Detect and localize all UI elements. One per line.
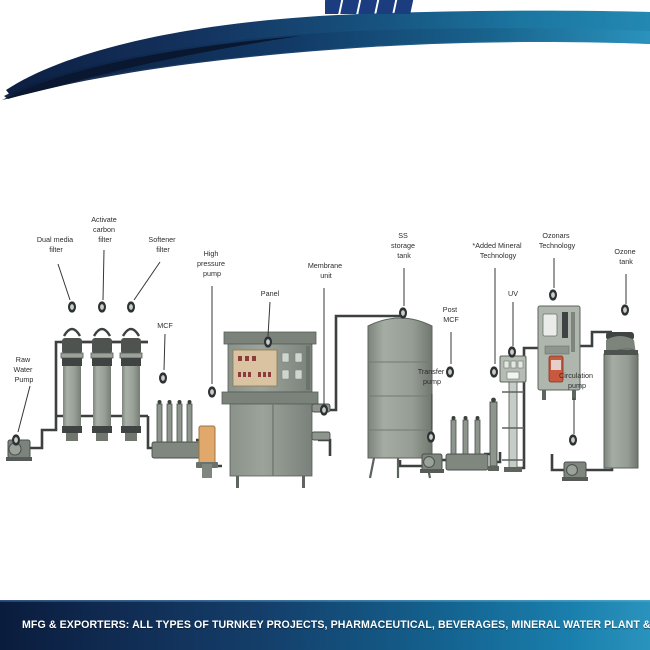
activate-carbon-filter-vessel xyxy=(90,327,114,441)
label-panel: Panel xyxy=(261,289,280,298)
marker-dual-media-filter xyxy=(68,301,76,313)
marker-ozone-tank xyxy=(621,304,629,316)
diagram-canvas: Raw Water Pump Dual media filter Activat… xyxy=(6,215,639,488)
uv-sterilizer xyxy=(499,355,527,472)
post-mcf-bank xyxy=(445,416,489,471)
process-flow-diagram: Raw Water Pump Dual media filter Activat… xyxy=(0,110,650,595)
label-dual-media-filter: Dual media filter xyxy=(37,235,75,254)
ozonator-cabinet xyxy=(537,305,581,400)
footer-banner-text: MFG & EXPORTERS: ALL TYPES OF TURNKEY PR… xyxy=(22,619,650,631)
pipe-network xyxy=(28,314,614,472)
marker-circulation-pump xyxy=(569,434,577,446)
label-uv: UV xyxy=(508,289,518,298)
label-membrane-unit: Membrane unit xyxy=(308,261,344,280)
logo-bar-5 xyxy=(394,0,416,14)
ro-skid-panel xyxy=(221,331,319,488)
raw-water-pump-unit xyxy=(6,439,32,461)
label-ozonars-technology: Ozonars Technology xyxy=(539,231,576,250)
footer-top-edge xyxy=(0,600,650,602)
label-high-pressure-pump: High pressure pump xyxy=(197,249,227,278)
callout-markers xyxy=(12,289,629,446)
label-added-mineral-technology: *Added Mineral Technology xyxy=(472,241,523,260)
mineral-dosing-unit xyxy=(488,397,499,471)
label-raw-water-pump: Raw Water Pump xyxy=(14,355,35,384)
marker-raw-water-pump xyxy=(12,434,20,446)
softener-filter-vessel xyxy=(119,327,143,441)
label-circulation-pump: Circulation pump xyxy=(559,371,595,390)
marker-uv xyxy=(508,346,516,358)
mcf-cartridge-bank xyxy=(151,400,201,459)
ss-storage-tank-vessel xyxy=(367,317,433,479)
marker-high-pressure-pump xyxy=(208,386,216,398)
ozone-tank-vessel xyxy=(603,332,639,469)
marker-activate-carbon-filter xyxy=(98,301,106,313)
transfer-pump-unit xyxy=(420,453,444,473)
high-pressure-pump-unit xyxy=(196,425,218,478)
logo-mark xyxy=(325,0,435,14)
marker-panel xyxy=(264,336,272,348)
label-ss-storage-tank: SS storage tank xyxy=(391,231,417,260)
marker-mcf xyxy=(159,372,167,384)
label-activate-carbon-filter: Activate carbon filter xyxy=(91,215,119,244)
marker-added-mineral-technology xyxy=(490,366,498,378)
swoosh-lower xyxy=(4,28,650,99)
label-post-mcf: Post MCF xyxy=(443,305,460,324)
panel-display-face xyxy=(232,349,278,387)
leader-lines xyxy=(17,249,627,434)
swoosh-upper xyxy=(6,10,650,95)
marker-transfer-pump xyxy=(427,431,435,443)
callout-layer: Raw Water Pump Dual media filter Activat… xyxy=(12,215,637,446)
label-softener-filter: Softener filter xyxy=(148,235,177,254)
marker-ss-storage-tank xyxy=(399,307,407,319)
company-logo xyxy=(325,0,435,14)
marker-softener-filter xyxy=(127,301,135,313)
label-ozone-tank: Ozone tank xyxy=(614,247,637,266)
marker-membrane-unit xyxy=(320,404,328,416)
footer-banner: MFG & EXPORTERS: ALL TYPES OF TURNKEY PR… xyxy=(0,600,650,650)
marker-post-mcf xyxy=(446,366,454,378)
marker-ozonars-technology xyxy=(549,289,557,301)
circulation-pump-unit xyxy=(562,461,588,481)
label-mcf: MCF xyxy=(157,321,173,330)
page-header xyxy=(0,0,650,110)
label-transfer-pump: Transfer pump xyxy=(418,367,447,386)
dual-media-filter-vessel xyxy=(60,327,84,441)
header-swoosh-graphic xyxy=(2,10,650,100)
